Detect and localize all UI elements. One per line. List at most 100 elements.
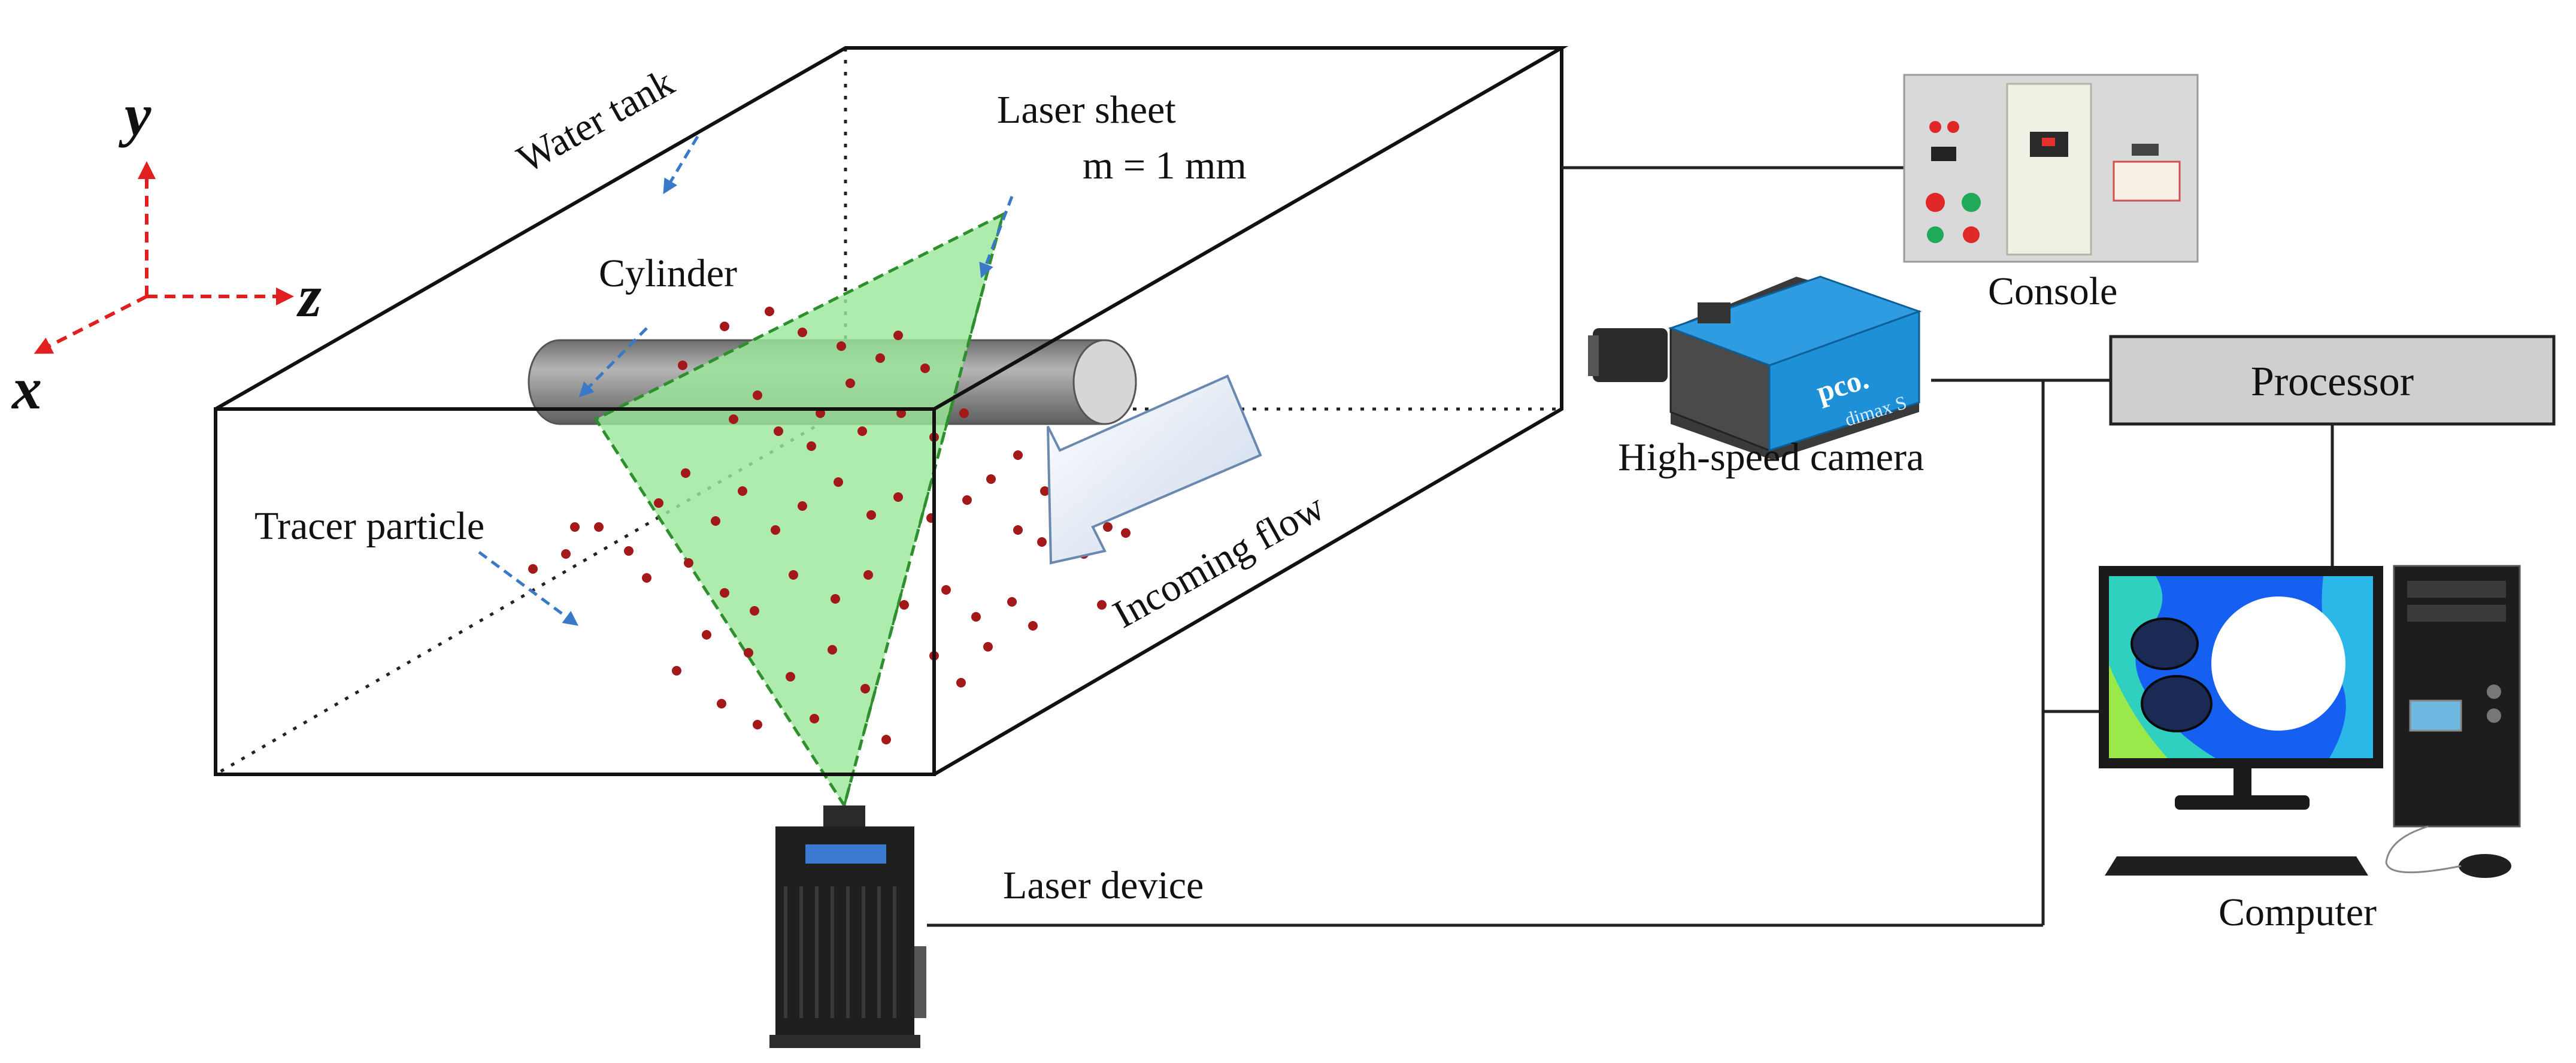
tracer-particle	[771, 525, 780, 535]
tracer-particle	[681, 468, 690, 478]
tracer-particle	[594, 522, 604, 532]
tracer-particle	[798, 328, 807, 337]
water-tank-pointer	[663, 135, 699, 195]
console-door	[2006, 83, 2092, 256]
tracer-particle	[654, 498, 663, 508]
tracer-particle	[899, 600, 909, 610]
tracer-particle	[1037, 537, 1047, 547]
tower-drive-bay-2	[2407, 605, 2506, 622]
monitor-neck	[2233, 768, 2251, 795]
cylinder-end-cap	[1072, 339, 1137, 425]
laser-sheet-label: Laser sheet	[997, 88, 1176, 132]
tracer-particle	[753, 390, 762, 400]
tracer-particle	[1097, 600, 1107, 610]
console-button-green	[1962, 193, 1981, 212]
processor-box	[2109, 335, 2556, 426]
tracer-particle	[1121, 528, 1131, 538]
tracer-particle	[875, 353, 885, 363]
flow-field-band-2	[2109, 665, 2168, 758]
console-button-red-2	[1963, 226, 1980, 243]
tracer-particle	[881, 735, 891, 744]
mouse	[2459, 854, 2511, 878]
tracer-particle	[744, 648, 753, 658]
tracer-particle	[986, 474, 996, 484]
tracer-particle	[672, 666, 681, 676]
computer-label: Computer	[2219, 891, 2377, 934]
console-indicator-red	[1929, 121, 1941, 133]
tower-display	[2409, 699, 2462, 732]
laser-badge	[805, 844, 886, 864]
tracer-particle	[1013, 525, 1023, 535]
laser-cable-port	[914, 946, 926, 1018]
console-display-led	[2042, 138, 2055, 146]
tracer-particle	[738, 486, 747, 496]
cylinder-label: Cylinder	[599, 252, 737, 295]
tracer-particle	[789, 570, 798, 580]
tracer-particle	[834, 477, 843, 487]
processor-label: Processor	[2251, 359, 2414, 405]
tracer-particle	[971, 612, 981, 622]
tracer-particle	[711, 516, 720, 526]
tower-drive-bay	[2407, 581, 2506, 598]
console-label: Console	[1988, 269, 2117, 313]
tracer-particle	[956, 678, 966, 688]
tracer-particle	[860, 684, 870, 693]
tracer-particle	[1013, 450, 1023, 460]
pointer-arrows	[478, 135, 1014, 626]
tracer-particle	[786, 672, 795, 682]
tracer-particle	[684, 558, 693, 568]
tracer-particle	[678, 361, 687, 370]
flow-field-band-3	[2322, 576, 2373, 758]
tracer-particle	[774, 426, 783, 436]
tracer-particle	[1028, 621, 1038, 631]
tracer-particle	[893, 331, 903, 340]
laser-device	[769, 805, 926, 1048]
y-axis-label: y	[118, 81, 151, 148]
camera-lens	[1593, 328, 1668, 382]
tank-top-face	[214, 46, 1569, 411]
tracer-particle	[837, 341, 846, 351]
tracer-particle	[753, 720, 762, 729]
tracer-particle-label: Tracer particle	[254, 504, 484, 548]
tower-power-button	[2487, 685, 2501, 699]
tracer-particle	[828, 645, 837, 655]
high-speed-camera-label: High-speed camera	[1618, 435, 1924, 479]
tracer-particle	[1103, 522, 1113, 532]
z-axis-label: z	[296, 263, 322, 329]
laser-sheet-pointer	[979, 196, 1014, 278]
laser-aperture	[823, 805, 865, 827]
tracer-particle-pointer	[478, 550, 579, 626]
tower-reset-button	[2487, 708, 2501, 723]
computer	[2099, 565, 2521, 878]
console	[1903, 74, 2199, 263]
tracer-particle	[831, 594, 840, 604]
tracer-particle	[570, 522, 580, 532]
tracer-particle	[765, 307, 774, 316]
x-axis-label: x	[11, 355, 42, 422]
keyboard	[2105, 856, 2368, 876]
laser-heat-fins	[784, 886, 896, 1018]
coordinate-axes: y z x	[11, 81, 322, 422]
high-speed-camera: pco. dimax S	[1588, 275, 1922, 460]
laser-sheet-fold-line	[843, 214, 1004, 806]
console-switch	[1931, 147, 1956, 161]
console-warning-label	[2113, 160, 2181, 202]
tracer-particle	[720, 322, 729, 331]
tracer-particle	[807, 441, 816, 451]
tracer-particle	[720, 588, 729, 598]
tracer-particle	[798, 501, 807, 511]
console-button-red	[1926, 193, 1945, 212]
tracer-particle	[624, 546, 634, 556]
tracer-particle	[1007, 597, 1017, 607]
incoming-flow-arrow	[1047, 374, 1262, 565]
tracer-particle	[1040, 486, 1050, 496]
sheet-thickness-label: m = 1 mm	[1083, 144, 1247, 187]
tracer-particle	[528, 564, 538, 574]
camera-handle	[1698, 302, 1731, 323]
tracer-particle	[729, 414, 738, 424]
console-indicator-red-2	[1947, 121, 1959, 133]
vortex-upper	[2130, 617, 2199, 670]
console-button-green-2	[1927, 226, 1944, 243]
connection-lines	[927, 166, 2334, 927]
tracer-particle	[962, 495, 972, 505]
